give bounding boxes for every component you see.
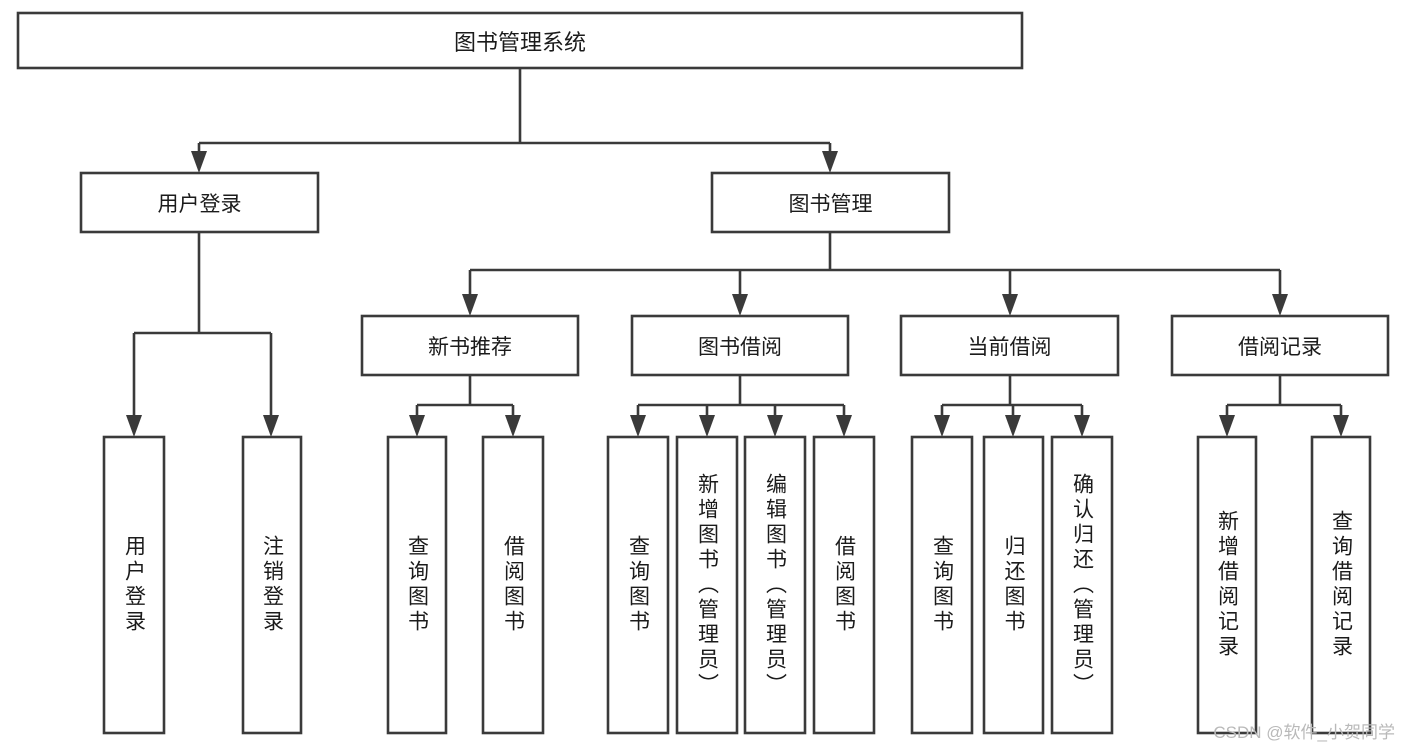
node-leaf-7[interactable] <box>812 435 876 735</box>
node-leaf-3[interactable] <box>481 435 545 735</box>
connector-manage-drop-2-arrowhead <box>1002 294 1018 316</box>
node-leaf-4[interactable] <box>606 435 670 735</box>
node-leaf-10[interactable] <box>1050 435 1114 735</box>
node-level2-1[interactable] <box>630 314 850 377</box>
connector-manage-drop-0-arrowhead <box>462 294 478 316</box>
connector-root-drop-0-arrowhead <box>191 151 207 173</box>
node-level2-2[interactable] <box>899 314 1120 377</box>
connector-manage-drop-1-arrowhead <box>732 294 748 316</box>
connector-manage-drop-3-arrowhead <box>1272 294 1288 316</box>
node-leaf-11[interactable] <box>1196 435 1258 735</box>
node-level2-0[interactable] <box>360 314 580 377</box>
connector-group-drop-0-arrowhead <box>409 415 425 437</box>
node-leaf-9[interactable] <box>982 435 1045 735</box>
node-leaf-2[interactable] <box>386 435 448 735</box>
connector-group-drop-3-arrowhead <box>699 415 715 437</box>
watermark-text: CSDN @软件_小贺同学 <box>1213 723 1395 742</box>
node-leaf-5[interactable] <box>675 435 739 735</box>
connector-group-drop-2-arrowhead <box>630 415 646 437</box>
box-layer <box>16 11 1390 735</box>
node-root[interactable] <box>16 11 1024 70</box>
connector-group-drop-9-arrowhead <box>1219 415 1235 437</box>
connector-group-drop-5-arrowhead <box>836 415 852 437</box>
node-leaf-8[interactable] <box>910 435 974 735</box>
connector-root-drop-1-arrowhead <box>822 151 838 173</box>
connector-group-drop-8-arrowhead <box>1074 415 1090 437</box>
node-leaf-0[interactable] <box>102 435 166 735</box>
connector-group-drop-4-arrowhead <box>767 415 783 437</box>
node-leaf-1[interactable] <box>241 435 303 735</box>
connector-group-drop-1-arrowhead <box>505 415 521 437</box>
node-leaf-12[interactable] <box>1310 435 1372 735</box>
node-level1-1[interactable] <box>710 171 951 234</box>
connector-group-drop-7-arrowhead <box>1005 415 1021 437</box>
connector-login-drop-0-arrowhead <box>126 415 142 437</box>
connector-group-drop-10-arrowhead <box>1333 415 1349 437</box>
node-leaf-6[interactable] <box>743 435 807 735</box>
connector-group-drop-6-arrowhead <box>934 415 950 437</box>
connector-layer <box>126 68 1349 437</box>
node-level2-3[interactable] <box>1170 314 1390 377</box>
node-level1-0[interactable] <box>79 171 320 234</box>
connector-login-drop-1-arrowhead <box>263 415 279 437</box>
